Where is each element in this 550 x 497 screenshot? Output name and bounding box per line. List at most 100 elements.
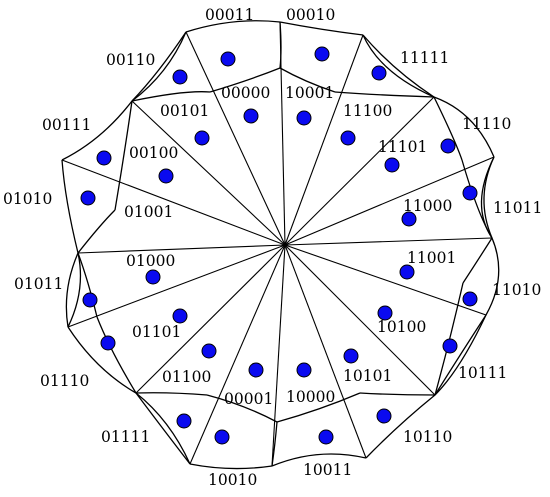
outer-edge — [185, 20, 281, 33]
spoke — [284, 244, 367, 459]
inner-edge — [276, 392, 361, 423]
inner-edge — [279, 67, 336, 93]
node-dot — [296, 362, 312, 378]
node-dot — [100, 335, 116, 351]
spoke — [284, 96, 435, 246]
outer-edge — [67, 326, 137, 394]
region-label: 10110 — [403, 428, 452, 446]
region-label: 11000 — [403, 197, 452, 215]
outer-edge — [434, 314, 487, 396]
outer-edge — [61, 100, 133, 161]
outer-edge — [433, 96, 495, 158]
spoke — [189, 244, 286, 465]
node-dot — [82, 292, 98, 308]
inner-edge — [131, 31, 187, 102]
region-label: 00010 — [286, 6, 335, 24]
outer-edge — [485, 237, 500, 316]
region-label: 10101 — [343, 367, 392, 385]
node-dot — [176, 413, 192, 429]
inner-edge — [135, 392, 191, 465]
inner-edge — [359, 392, 436, 396]
inner-edge — [279, 21, 282, 69]
inner-edge — [114, 100, 133, 211]
spoke — [284, 237, 493, 246]
inner-edge — [271, 421, 278, 467]
spoke — [135, 244, 286, 394]
spoke — [131, 100, 286, 246]
node-dot — [96, 150, 112, 166]
cell-edges — [65, 21, 495, 467]
outer-edge — [131, 31, 187, 102]
region-label: 10000 — [286, 388, 335, 406]
region-label: 11101 — [378, 138, 427, 156]
node-dot — [462, 185, 478, 201]
node-dot — [340, 130, 356, 146]
node-dot — [442, 338, 458, 354]
spokes — [61, 21, 495, 467]
region-label: 00011 — [205, 6, 254, 24]
node-dot — [399, 264, 415, 280]
node-dot — [440, 138, 456, 154]
dots — [80, 46, 478, 445]
inner-edge — [362, 34, 435, 98]
inner-edge — [434, 314, 487, 396]
node-dot — [371, 65, 387, 81]
inner-edge — [433, 96, 463, 161]
spoke — [284, 244, 487, 316]
inner-edge — [135, 392, 208, 396]
node-dot — [462, 291, 478, 307]
region-label: 00001 — [224, 390, 273, 408]
outer-edge — [61, 159, 79, 254]
region-label: 00110 — [106, 51, 155, 69]
node-dot — [384, 157, 400, 173]
region-label: 01001 — [124, 203, 173, 221]
inner-edge — [206, 394, 278, 423]
region-label: 10010 — [208, 471, 257, 489]
outer-edge — [483, 156, 495, 239]
region-label: 00000 — [221, 84, 270, 102]
node-dot — [220, 51, 236, 67]
node-dot — [172, 69, 188, 85]
inner-edge — [462, 237, 493, 284]
spoke — [61, 159, 286, 246]
region-label: 11111 — [400, 49, 449, 67]
region-label: 11010 — [492, 281, 541, 299]
outer-edge — [67, 252, 82, 328]
outer-edge — [279, 21, 364, 36]
outer-boundary — [61, 20, 500, 470]
inner-edge — [131, 91, 211, 102]
spoke — [284, 244, 436, 396]
node-dot — [296, 110, 312, 126]
region-label: 01010 — [3, 190, 52, 208]
region-label: 01000 — [126, 252, 175, 270]
spoke — [67, 244, 286, 328]
inner-edge — [77, 252, 98, 318]
node-dot — [377, 305, 393, 321]
region-label: 01101 — [132, 323, 181, 341]
node-dot — [318, 429, 334, 445]
region-labels: 00011 00010 00110 11111 00000 10001 0010… — [3, 6, 542, 489]
spoke — [271, 244, 286, 467]
region-label: 11110 — [462, 115, 511, 133]
node-dot — [214, 429, 230, 445]
node-dot — [145, 269, 161, 285]
node-dot — [343, 348, 359, 364]
node-dot — [248, 362, 264, 378]
node-dot — [172, 308, 188, 324]
node-dot — [314, 46, 330, 62]
region-label: 00101 — [160, 102, 209, 120]
outer-edge — [135, 392, 191, 465]
region-label: 10001 — [285, 84, 334, 102]
node-dot — [80, 190, 96, 206]
spoke — [284, 34, 364, 246]
inner-edge — [96, 316, 137, 394]
node-dot — [401, 211, 417, 227]
spoke — [284, 156, 495, 246]
inner-edge — [65, 252, 79, 328]
region-label: 11011 — [493, 199, 542, 217]
spoke — [185, 31, 286, 246]
region-label: 11001 — [407, 249, 456, 267]
region-label: 01111 — [101, 428, 150, 446]
node-dot — [243, 108, 259, 124]
region-label: 11100 — [343, 102, 392, 120]
